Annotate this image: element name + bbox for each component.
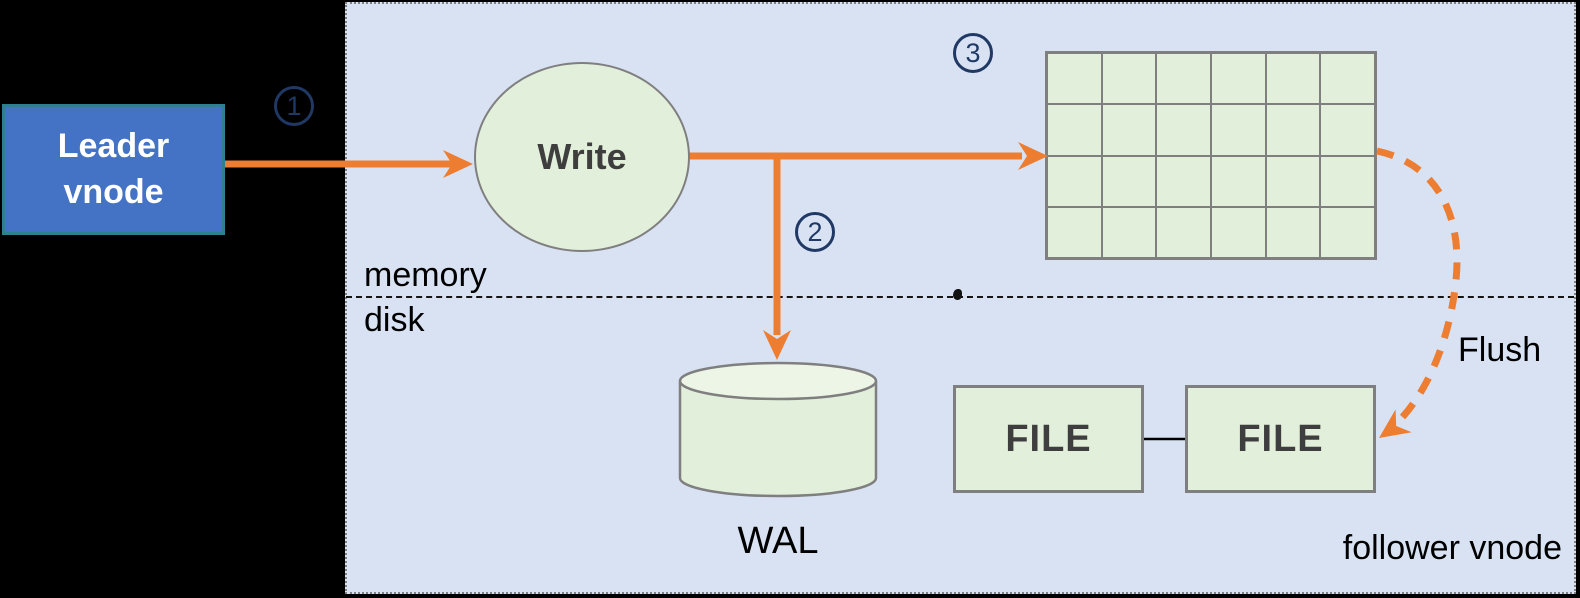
flush-label: Flush xyxy=(1458,331,1542,369)
memtable-cell xyxy=(1101,104,1157,156)
step-1-badge: 1 xyxy=(274,86,314,126)
memtable-cell xyxy=(1265,53,1321,105)
memtable-cell xyxy=(1211,53,1266,105)
step-3-number: 3 xyxy=(965,37,981,68)
memtable-cell xyxy=(1156,104,1211,156)
memtable-cell xyxy=(1265,155,1321,207)
memtable-cell xyxy=(1320,104,1375,156)
memtable-cell xyxy=(1320,155,1375,207)
memtable-cell xyxy=(1047,104,1102,156)
step-3-badge: 3 xyxy=(953,33,993,73)
memtable-cell xyxy=(1156,206,1211,258)
leader-vnode-box: Leader vnode xyxy=(2,104,225,235)
step-2-badge: 2 xyxy=(795,212,835,252)
memtable-cell xyxy=(1047,206,1102,258)
step-1-number: 1 xyxy=(286,90,302,121)
memtable-cell xyxy=(1265,206,1321,258)
file-box-1-label: FILE xyxy=(1005,417,1092,460)
wal-label: WAL xyxy=(737,520,819,562)
memtable-cell xyxy=(1156,155,1211,207)
memtable-cell xyxy=(1047,155,1102,207)
memtable-cell xyxy=(1101,53,1157,105)
memtable-grid xyxy=(1045,51,1377,260)
memtable-cell xyxy=(1156,53,1211,105)
memtable-cell xyxy=(1320,53,1375,105)
memtable-cell xyxy=(1320,206,1375,258)
follower-vnode-caption: follower vnode xyxy=(1342,529,1562,567)
memtable-cell xyxy=(1211,104,1266,156)
stray-mark-dot xyxy=(953,289,962,300)
file-box-2: FILE xyxy=(1185,385,1376,493)
leader-vnode-label: Leader vnode xyxy=(57,126,170,211)
wal-cylinder-icon xyxy=(678,361,878,498)
memtable-cell xyxy=(1211,155,1266,207)
memtable-cell xyxy=(1265,104,1321,156)
file-box-2-label: FILE xyxy=(1237,417,1324,460)
file-box-1: FILE xyxy=(953,385,1144,493)
write-node: Write xyxy=(474,62,690,252)
memtable-cell xyxy=(1101,206,1157,258)
memtable-cell xyxy=(1211,206,1266,258)
memory-label: memory xyxy=(364,256,487,294)
memtable-cell xyxy=(1047,53,1102,105)
disk-label: disk xyxy=(364,301,425,339)
step-2-number: 2 xyxy=(807,216,823,247)
memtable-cell xyxy=(1101,155,1157,207)
write-node-label: Write xyxy=(537,136,627,177)
